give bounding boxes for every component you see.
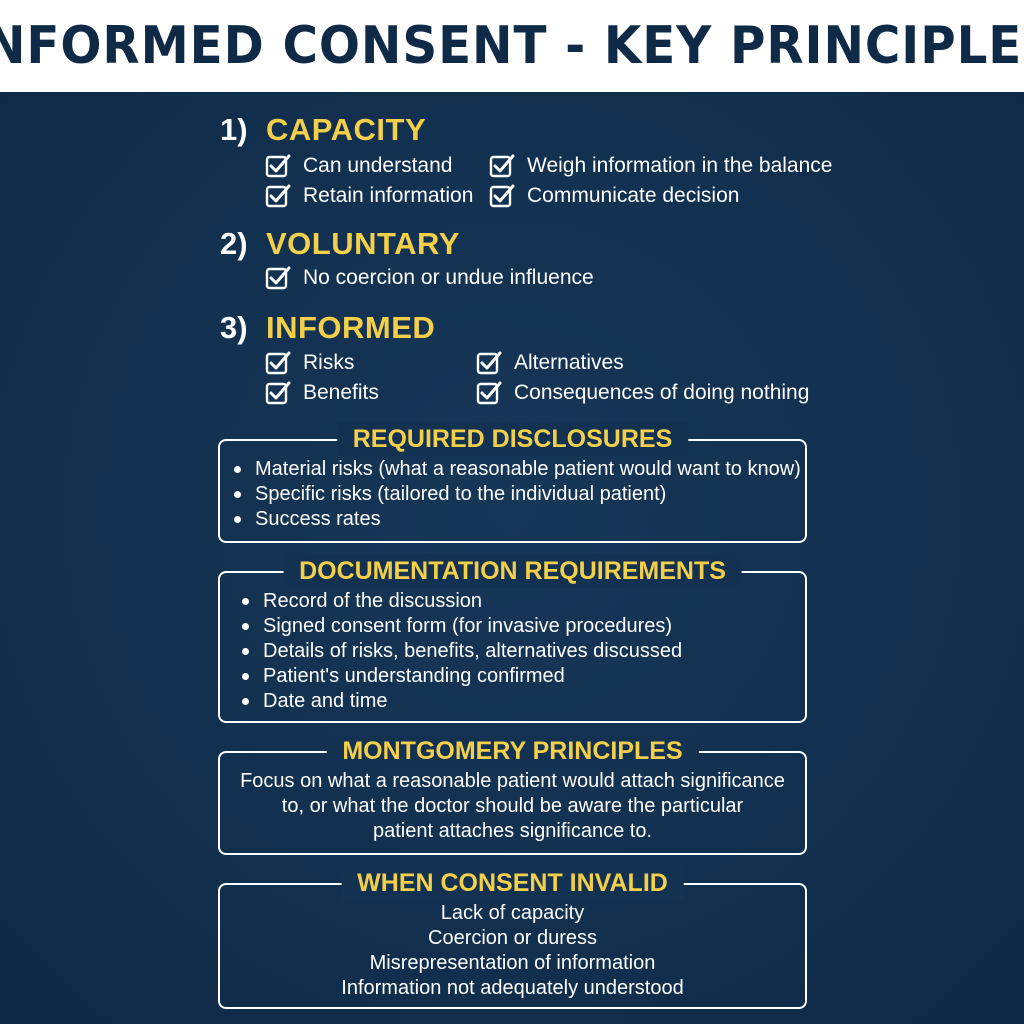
section-informed: 3) INFORMED Risks Alternatives Benefits … bbox=[220, 308, 860, 408]
check-item: Alternatives bbox=[476, 351, 836, 375]
check-item: Communicate decision bbox=[489, 184, 849, 208]
checkbox-checked-icon bbox=[489, 154, 515, 178]
section-number: 1) bbox=[220, 112, 248, 147]
checkbox-checked-icon bbox=[265, 154, 291, 178]
bullet-list: Record of the discussion Signed consent … bbox=[220, 573, 805, 714]
informed-checklist: Risks Alternatives Benefits Consequences… bbox=[265, 351, 836, 405]
text-line: Focus on what a reasonable patient would… bbox=[240, 770, 785, 792]
checkbox-checked-icon bbox=[265, 266, 291, 290]
list-item: Signed consent form (for invasive proced… bbox=[242, 614, 805, 639]
check-item-label: Communicate decision bbox=[527, 184, 740, 207]
list-item: Record of the discussion bbox=[242, 589, 805, 614]
check-item-label: Alternatives bbox=[514, 351, 624, 374]
check-item-label: Consequences of doing nothing bbox=[514, 381, 810, 404]
check-item-label: Can understand bbox=[303, 154, 453, 177]
check-item: No coercion or undue influence bbox=[265, 266, 665, 290]
list-item-text: Specific risks (tailored to the individu… bbox=[255, 483, 667, 505]
bullet-dot-icon bbox=[234, 516, 241, 523]
required-disclosures-box: REQUIRED DISCLOSURES Material risks (wha… bbox=[218, 422, 807, 543]
section-header: 1) CAPACITY bbox=[220, 110, 860, 150]
checkbox-checked-icon bbox=[476, 381, 502, 405]
checkbox-checked-icon bbox=[265, 381, 291, 405]
box-body: Focus on what a reasonable patient would… bbox=[220, 753, 805, 844]
list-item: Material risks (what a reasonable patien… bbox=[234, 457, 805, 482]
text-line: patient attaches significance to. bbox=[372, 820, 653, 842]
box-body: Lack of capacity Coercion or duress Misr… bbox=[220, 885, 805, 1001]
list-item: Date and time bbox=[242, 689, 805, 714]
checkbox-checked-icon bbox=[265, 184, 291, 208]
list-item-text: Date and time bbox=[263, 690, 388, 712]
capacity-checklist: Can understand Weigh information in the … bbox=[265, 154, 849, 208]
list-item: Patient's understanding confirmed bbox=[242, 664, 805, 689]
check-item-label: Benefits bbox=[303, 381, 379, 404]
content-area: 1) CAPACITY Can understand Weigh informa… bbox=[0, 92, 1024, 1024]
section-title: VOLUNTARY bbox=[266, 226, 460, 261]
text-line: Misrepresentation of information bbox=[369, 952, 656, 974]
check-item: Consequences of doing nothing bbox=[476, 381, 836, 405]
check-item: Weigh information in the balance bbox=[489, 154, 849, 178]
check-item: Can understand bbox=[265, 154, 489, 178]
check-item-label: No coercion or undue influence bbox=[303, 266, 594, 289]
section-header: 3) INFORMED bbox=[220, 308, 860, 348]
list-item: Specific risks (tailored to the individu… bbox=[234, 482, 805, 507]
section-title: CAPACITY bbox=[266, 112, 427, 147]
list-item: Success rates bbox=[234, 507, 805, 532]
box-title: MONTGOMERY PRINCIPLES bbox=[326, 734, 699, 768]
page-title: INFORMED CONSENT - KEY PRINCIPLES bbox=[0, 16, 1024, 76]
box-title: DOCUMENTATION REQUIREMENTS bbox=[283, 554, 742, 588]
check-item-label: Retain information bbox=[303, 184, 474, 207]
bullet-dot-icon bbox=[242, 673, 249, 680]
check-item-label: Weigh information in the balance bbox=[527, 154, 833, 177]
check-item: Retain information bbox=[265, 184, 489, 208]
section-number: 2) bbox=[220, 226, 248, 261]
check-item: Benefits bbox=[265, 381, 476, 405]
voluntary-checklist: No coercion or undue influence bbox=[265, 266, 665, 290]
text-line: Lack of capacity bbox=[440, 902, 585, 924]
text-line: Information not adequately understood bbox=[341, 977, 684, 999]
documentation-requirements-box: DOCUMENTATION REQUIREMENTS Record of the… bbox=[218, 554, 807, 723]
montgomery-principles-box: MONTGOMERY PRINCIPLES Focus on what a re… bbox=[218, 734, 807, 855]
bullet-dot-icon bbox=[234, 491, 241, 498]
title-banner: INFORMED CONSENT - KEY PRINCIPLES bbox=[0, 0, 1024, 92]
list-item: Details of risks, benefits, alternatives… bbox=[242, 639, 805, 664]
list-item-text: Record of the discussion bbox=[263, 590, 483, 612]
list-item-text: Patient's understanding confirmed bbox=[263, 665, 565, 687]
text-line: to, or what the doctor should be aware t… bbox=[281, 795, 744, 817]
bullet-dot-icon bbox=[242, 598, 249, 605]
bullet-dot-icon bbox=[242, 648, 249, 655]
section-title: INFORMED bbox=[266, 310, 436, 345]
section-voluntary: 2) VOLUNTARY No coercion or undue influe… bbox=[220, 224, 860, 294]
list-item-text: Material risks (what a reasonable patien… bbox=[255, 458, 801, 480]
checkbox-checked-icon bbox=[489, 184, 515, 208]
check-item-label: Risks bbox=[303, 351, 355, 374]
section-capacity: 1) CAPACITY Can understand Weigh informa… bbox=[220, 110, 860, 210]
list-item-text: Success rates bbox=[255, 508, 381, 530]
bullet-dot-icon bbox=[242, 698, 249, 705]
list-item-text: Details of risks, benefits, alternatives… bbox=[263, 640, 683, 662]
check-item: Risks bbox=[265, 351, 476, 375]
bullet-dot-icon bbox=[234, 466, 241, 473]
section-number: 3) bbox=[220, 310, 248, 345]
list-item-text: Signed consent form (for invasive proced… bbox=[263, 615, 673, 637]
section-header: 2) VOLUNTARY bbox=[220, 224, 860, 264]
text-line: Coercion or duress bbox=[428, 927, 597, 949]
consent-invalid-box: WHEN CONSENT INVALID Lack of capacity Co… bbox=[218, 866, 807, 1009]
checkbox-checked-icon bbox=[265, 351, 291, 375]
checkbox-checked-icon bbox=[476, 351, 502, 375]
box-title: REQUIRED DISCLOSURES bbox=[336, 422, 689, 456]
bullet-dot-icon bbox=[242, 623, 249, 630]
bullet-list: Material risks (what a reasonable patien… bbox=[220, 441, 805, 532]
box-title: WHEN CONSENT INVALID bbox=[341, 866, 684, 900]
